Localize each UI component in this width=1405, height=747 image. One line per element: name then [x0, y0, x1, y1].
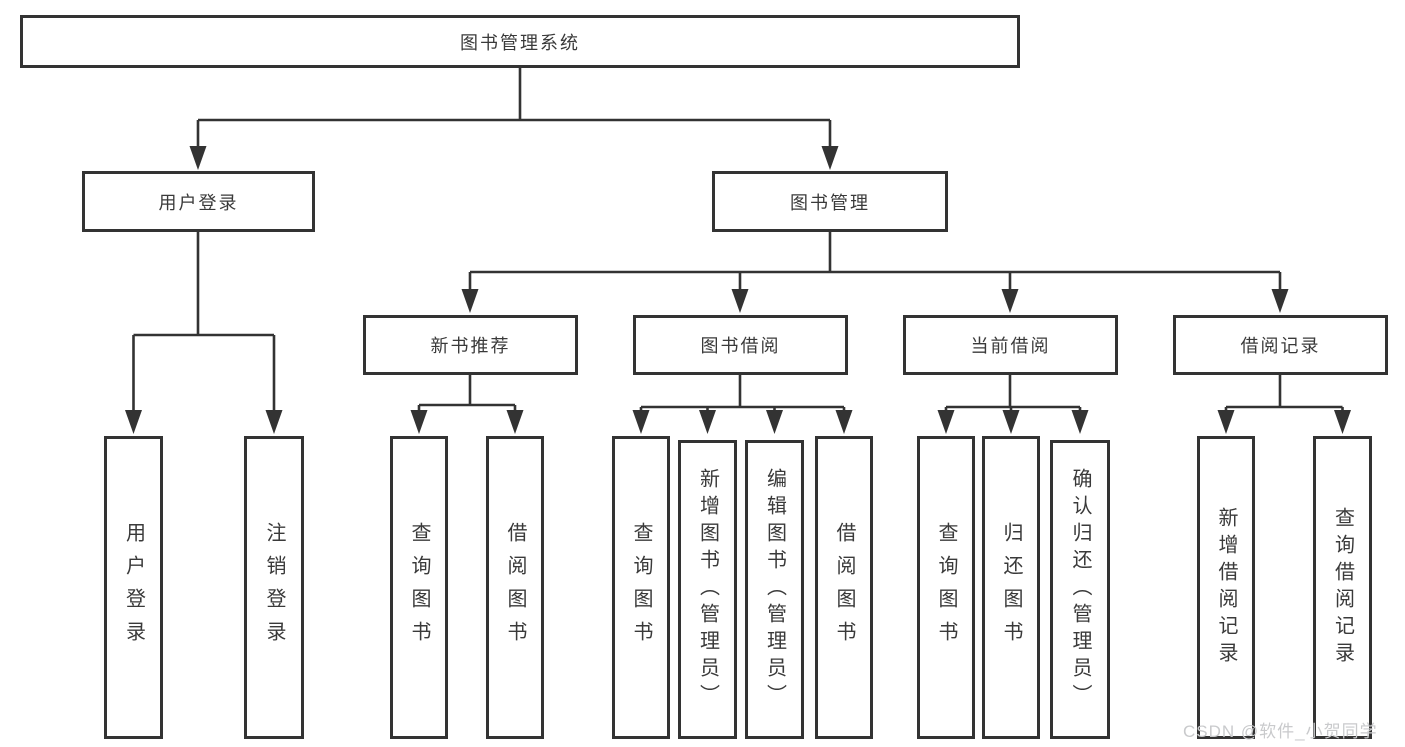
- csdn-watermark: CSDN @软件_小贺同学: [1183, 722, 1378, 741]
- leaf-recommend-query-books: 查询图书: [390, 436, 448, 739]
- node-new-book-recommend: 新书推荐: [363, 315, 578, 375]
- leaf-current-return-books: 归还图书: [982, 436, 1040, 739]
- node-borrow-record-label: 借阅记录: [1240, 336, 1321, 356]
- node-current-borrow-label: 当前借阅: [970, 336, 1051, 356]
- node-user-login-label: 用户登录: [158, 192, 239, 213]
- connector-paths: [132, 68, 1344, 412]
- node-book-management-label: 图书管理: [790, 192, 870, 213]
- leaf-borrow-query-books: 查询图书: [612, 436, 670, 739]
- leaf-borrow-borrow-books: 借阅图书: [815, 436, 873, 739]
- leaf-user-login: 用户登录: [104, 436, 163, 739]
- node-borrow-record: 借阅记录: [1173, 315, 1388, 375]
- leaf-current-query-books: 查询图书: [917, 436, 975, 739]
- node-current-borrow: 当前借阅: [903, 315, 1118, 375]
- node-book-borrow: 图书借阅: [633, 315, 848, 375]
- leaf-borrow-add-books-admin: 新增图书（管理员）: [678, 440, 737, 739]
- leaf-current-confirm-return-admin: 确认归还（管理员）: [1050, 440, 1110, 739]
- leaf-record-query-borrow-record: 查询借阅记录: [1313, 436, 1372, 739]
- node-book-borrow-label: 图书借阅: [700, 336, 781, 356]
- leaf-borrow-edit-books-admin: 编辑图书（管理员）: [745, 440, 804, 739]
- node-root-label: 图书管理系统: [460, 32, 580, 53]
- node-new-book-recommend-label: 新书推荐: [430, 336, 511, 356]
- leaf-logout: 注销登录: [244, 436, 304, 739]
- node-root: 图书管理系统: [20, 15, 1020, 68]
- node-user-login: 用户登录: [82, 171, 315, 232]
- leaf-recommend-borrow-books: 借阅图书: [486, 436, 544, 739]
- node-book-management: 图书管理: [712, 171, 948, 232]
- arrowheads: [125, 146, 1351, 434]
- leaf-record-add-borrow-record: 新增借阅记录: [1197, 436, 1255, 739]
